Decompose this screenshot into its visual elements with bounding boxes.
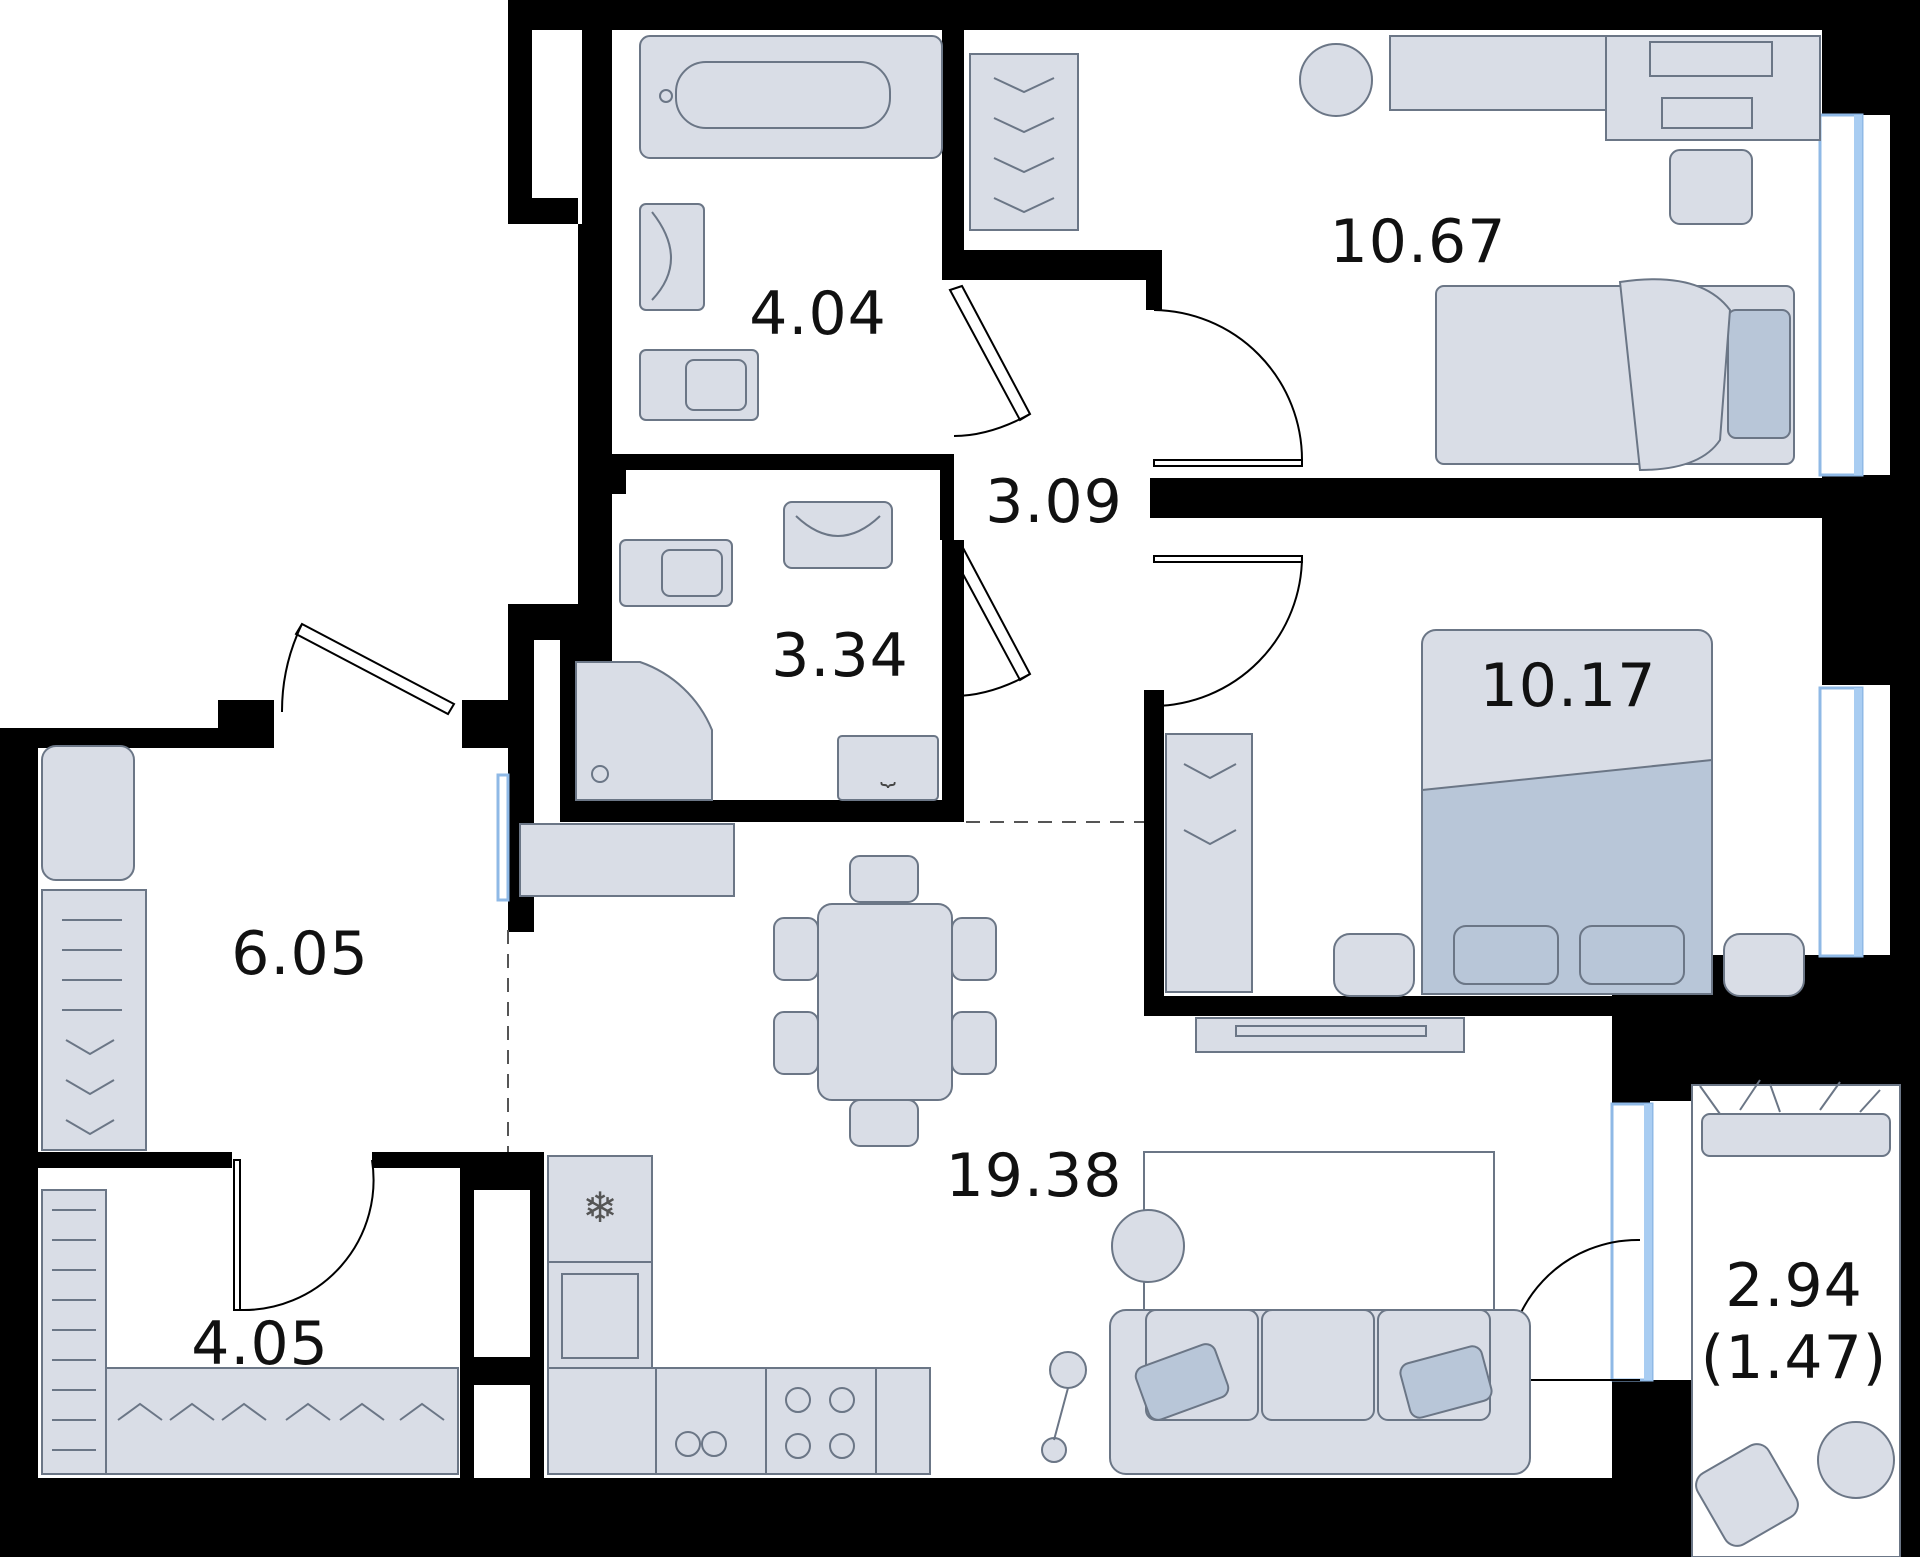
sofa-cushion-2 (1399, 1345, 1493, 1419)
pillow-right (1579, 925, 1685, 985)
clothes-rail (105, 1367, 459, 1475)
side-table (1111, 1209, 1185, 1283)
area-wc: 3.34 (771, 621, 909, 691)
desk-chair (1669, 149, 1753, 225)
wc-fixtures: ⏟ (575, 501, 939, 801)
hall-console (519, 823, 735, 897)
bedroom2-furniture (1165, 629, 1805, 1053)
windows (496, 113, 1864, 1382)
kitchen-end-cabinet (875, 1367, 931, 1475)
area-bathroom: 4.04 (749, 279, 887, 349)
doors (233, 284, 1641, 1381)
rug (1143, 1151, 1495, 1333)
area-wardrobe: 4.05 (191, 1309, 329, 1379)
wardrobe-cabinet-1 (969, 53, 1079, 231)
bathtub (639, 35, 943, 159)
tv (1235, 1025, 1427, 1037)
area-balcony: 2.94 (1725, 1251, 1863, 1321)
kitchen-cabinet (547, 1367, 657, 1475)
nightstand-right (1723, 933, 1805, 997)
entrance-furniture (41, 745, 147, 1151)
kitchen-sink (655, 1367, 767, 1475)
pouf (41, 745, 135, 881)
nightstand-left (1333, 933, 1415, 997)
pillow-left (1453, 925, 1559, 985)
oven (547, 1261, 653, 1369)
dining-chair-top (849, 855, 919, 903)
wardrobe-room-furniture (41, 1189, 459, 1475)
bedroom1-furniture (969, 35, 1821, 472)
area-bedroom-1: 10.67 (1330, 207, 1507, 277)
dining-chair-r1 (951, 917, 997, 981)
balcony-table (1817, 1421, 1895, 1499)
shoe-cabinet (41, 889, 147, 1151)
pillow-bed1 (1727, 309, 1791, 439)
wc-toilet (619, 539, 733, 607)
monitor (1649, 41, 1773, 77)
planter (1701, 1113, 1891, 1157)
stove-burner-icon (785, 1387, 811, 1413)
dining-chair-r2 (951, 1011, 997, 1075)
wardrobe-cabinet-2 (1165, 733, 1253, 993)
snowflake-icon: ❄ (582, 1183, 617, 1232)
sofa-cushion-1 (1134, 1343, 1230, 1421)
balcony-outline (1691, 1084, 1901, 1557)
area-entrance: 6.05 (231, 919, 369, 989)
dining-chair-l1 (773, 917, 819, 981)
shower-cabin (575, 661, 713, 801)
area-bedroom-2: 10.17 (1480, 651, 1657, 721)
dining-table (817, 903, 953, 1101)
dining-chair-l2 (773, 1011, 819, 1075)
bedroom1-stool (1299, 43, 1373, 117)
washing-machine (837, 735, 939, 801)
area-labels: 4.04 10.67 3.09 3.34 10.17 6.05 19.38 4.… (191, 207, 1887, 1393)
area-hall: 3.09 (985, 467, 1123, 537)
keyboard (1661, 97, 1753, 129)
floor-lamp-base (1041, 1437, 1067, 1463)
washing-icon: ⏟ (880, 757, 896, 788)
shoe-rack (41, 1189, 107, 1475)
dining-chair-bottom (849, 1099, 919, 1147)
balcony-chair (1695, 1443, 1799, 1547)
area-balcony-reduced: (1.47) (1701, 1323, 1887, 1393)
bathroom-fixtures (639, 35, 943, 421)
bathroom-toilet (639, 349, 759, 421)
stove (765, 1367, 877, 1475)
floor-lamp-head (1049, 1351, 1087, 1389)
balcony-furniture (1691, 1079, 1901, 1557)
area-living-kitchen: 19.38 (946, 1141, 1123, 1211)
living-furniture: ❄ (519, 823, 1531, 1475)
